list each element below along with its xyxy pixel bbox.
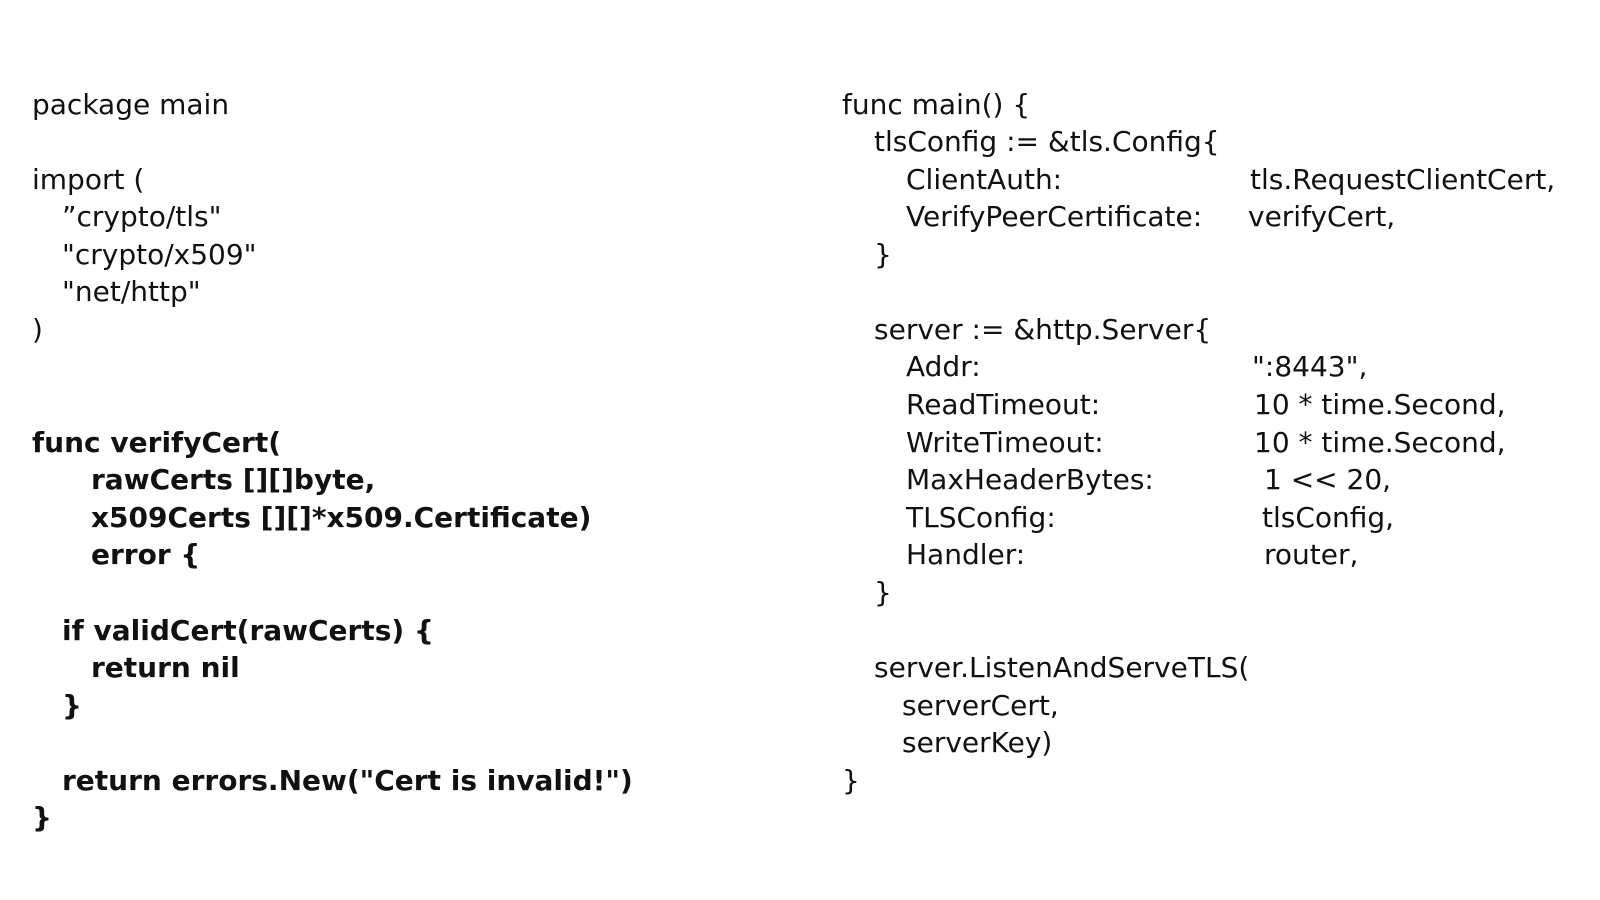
code-line-tlsconfig-close: } bbox=[874, 238, 892, 271]
code-line-param-rawcerts: rawCerts [][]byte, bbox=[91, 463, 376, 496]
code-line-server-close: } bbox=[874, 576, 892, 609]
code-line-import-x509: "crypto/x509" bbox=[62, 238, 257, 271]
code-line-if-close: } bbox=[62, 689, 82, 722]
code-line-writetimeout-key: WriteTimeout: bbox=[906, 426, 1104, 459]
code-line-verify-value: verifyCert, bbox=[1248, 200, 1396, 233]
code-line-import-open: import ( bbox=[32, 163, 145, 196]
code-line-writetimeout-value: 10 * time.Second, bbox=[1254, 426, 1506, 459]
code-line-main-close: } bbox=[842, 764, 860, 797]
code-line-listen-open: server.ListenAndServeTLS( bbox=[874, 651, 1250, 684]
code-line-maxheader-key: MaxHeaderBytes: bbox=[906, 463, 1154, 496]
code-line-verify-key: VerifyPeerCertificate: bbox=[906, 200, 1203, 233]
code-line-package: package main bbox=[32, 88, 230, 121]
code-line-clientauth-value: tls.RequestClientCert, bbox=[1250, 163, 1556, 196]
code-line-main-open: func main() { bbox=[842, 88, 1031, 121]
code-line-param-x509certs: x509Certs [][]*x509.Certificate) bbox=[91, 501, 592, 534]
code-line-func-signature: func verifyCert( bbox=[32, 426, 282, 459]
code-line-listen-cert: serverCert, bbox=[902, 689, 1059, 722]
code-line-tlsconfig-value: tlsConfig, bbox=[1262, 501, 1395, 534]
code-line-tlsconfig-open: tlsConfig := &tls.Config{ bbox=[874, 125, 1220, 158]
code-line-if: if validCert(rawCerts) { bbox=[62, 614, 434, 647]
code-line-handler-value: router, bbox=[1264, 538, 1359, 571]
code-line-listen-key: serverKey) bbox=[902, 726, 1053, 759]
code-line-return-error: return errors.New("Cert is invalid!") bbox=[62, 764, 633, 797]
code-line-maxheader-value: 1 << 20, bbox=[1264, 463, 1392, 496]
code-line-readtimeout-key: ReadTimeout: bbox=[906, 388, 1101, 421]
code-line-clientauth-key: ClientAuth: bbox=[906, 163, 1063, 196]
code-line-import-http: "net/http" bbox=[62, 275, 201, 308]
code-line-readtimeout-value: 10 * time.Second, bbox=[1254, 388, 1506, 421]
code-line-import-close: ) bbox=[32, 313, 43, 346]
code-line-func-close: } bbox=[32, 801, 52, 834]
code-line-addr-key: Addr: bbox=[906, 350, 981, 383]
code-line-handler-key: Handler: bbox=[906, 538, 1026, 571]
code-line-tlsconfig-key: TLSConfig: bbox=[906, 501, 1056, 534]
code-line-addr-value: ":8443", bbox=[1252, 350, 1368, 383]
code-line-server-open: server := &http.Server{ bbox=[874, 313, 1212, 346]
code-line-return-nil: return nil bbox=[91, 651, 240, 684]
code-line-return-type: error { bbox=[91, 538, 201, 571]
code-line-import-tls: ”crypto/tls" bbox=[62, 200, 222, 233]
